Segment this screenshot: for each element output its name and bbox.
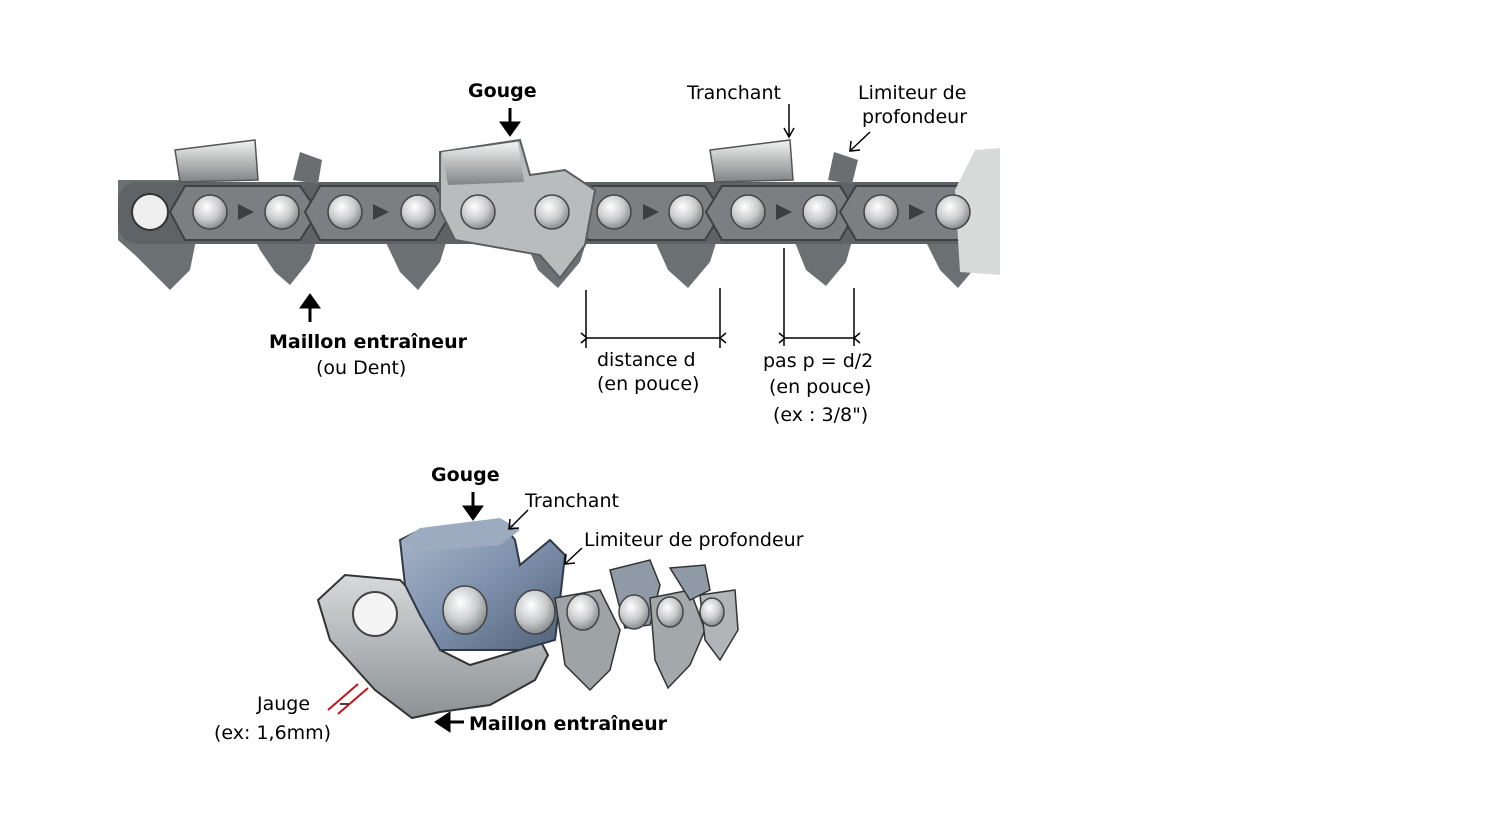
bottom-limiteur-label: Limiteur de profondeur: [584, 529, 804, 551]
top-limiteur-label-1: Limiteur de: [858, 82, 967, 104]
bottom-gouge-label: Gouge: [431, 464, 500, 486]
gauge-mark: [327, 683, 369, 715]
top-chain-image: [118, 138, 1000, 290]
top-limiteur-label-2: profondeur: [862, 106, 968, 128]
top-rivets: [192, 194, 971, 230]
pas-label-3: (ex : 3/8"): [773, 404, 869, 426]
dimension-lines: [580, 248, 861, 348]
bottom-rivets: [442, 585, 725, 635]
bottom-gouge-top: [402, 518, 520, 552]
pas-label-2: (en pouce): [769, 376, 872, 398]
top-maillon-label: Maillon entraîneur: [269, 331, 467, 353]
distance-label-2: (en pouce): [597, 373, 700, 395]
pas-label-1: pas p = d/2: [763, 350, 874, 372]
top-faded-link: [955, 148, 1000, 275]
jauge-label: Jauge: [257, 693, 311, 715]
bottom-maillon-label: Maillon entraîneur: [469, 713, 667, 735]
top-maillon-sub-label: (ou Dent): [316, 357, 407, 379]
jauge-example-label: (ex: 1,6mm): [214, 722, 332, 744]
top-tranchant-label: Tranchant: [687, 82, 781, 104]
top-link-marks: [238, 204, 925, 220]
bottom-end-hole: [352, 591, 398, 637]
top-cutter-left: [174, 139, 259, 183]
top-end-hole: [131, 193, 169, 231]
top-gouge-plate: [442, 142, 524, 185]
distance-label-1: distance d: [597, 349, 696, 371]
bottom-chain-image: [316, 518, 739, 720]
top-cutter-right: [709, 139, 794, 183]
bottom-annotation-arrows: [340, 492, 583, 733]
depth-gauge-1: [293, 152, 322, 184]
bottom-tranchant-label: Tranchant: [525, 490, 619, 512]
top-annotation-arrows: [299, 104, 871, 322]
top-gouge-label: Gouge: [468, 80, 537, 102]
depth-gauge-2: [828, 152, 858, 184]
